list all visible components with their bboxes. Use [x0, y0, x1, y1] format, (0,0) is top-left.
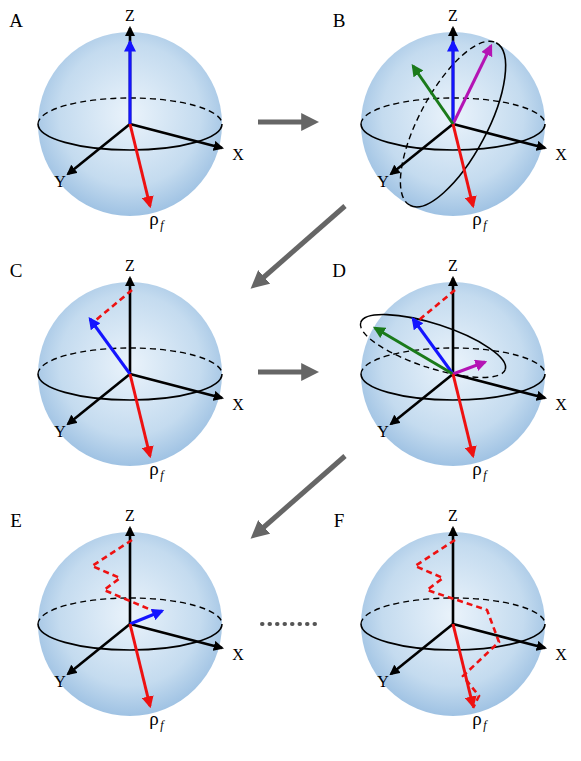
bloch-sphere	[38, 28, 222, 216]
axis-label: Z	[125, 508, 135, 524]
rotated-vector	[375, 328, 453, 374]
state-subscript: f	[160, 469, 163, 481]
state-subscript: f	[160, 219, 163, 231]
trajectory	[415, 540, 499, 708]
target-vector	[130, 374, 150, 456]
flow-arrow	[258, 120, 312, 125]
axis-label: Z	[125, 258, 135, 274]
state-label: ρ	[149, 709, 158, 728]
axis-label: Z	[448, 8, 458, 24]
axis-label: Y	[377, 174, 389, 190]
state-vector	[130, 611, 162, 624]
axis-label: Y	[54, 424, 66, 440]
axis-vector	[453, 362, 485, 374]
axis-label: Y	[54, 674, 66, 690]
axis-label: Y	[377, 424, 389, 440]
axis-label: X	[232, 397, 244, 413]
bloch-sphere	[361, 27, 545, 221]
axis-label: Z	[448, 258, 458, 274]
sphere-base	[361, 28, 545, 216]
panel-letter: D	[332, 261, 346, 280]
state-subscript: f	[483, 219, 486, 231]
state-label: ρ	[149, 459, 158, 478]
flow-arrow	[258, 370, 312, 375]
flow-arrow	[256, 206, 345, 284]
state-vector	[413, 319, 453, 374]
axis-label: X	[555, 647, 567, 663]
bloch-sphere	[361, 528, 545, 716]
target-vector	[453, 124, 473, 206]
state-vector	[129, 42, 132, 124]
panel-letter: F	[334, 511, 345, 530]
panel-letter: B	[333, 11, 346, 30]
axis-label: X	[232, 647, 244, 663]
rotation-circle	[380, 27, 526, 221]
panel-letter: A	[9, 11, 23, 30]
axis-vector	[453, 46, 491, 124]
axis-label: Y	[377, 674, 389, 690]
bloch-sphere	[354, 278, 545, 466]
bloch-sphere	[38, 278, 222, 466]
axis-label: Y	[54, 174, 66, 190]
bloch-sphere	[38, 528, 222, 716]
axis-label: Z	[125, 8, 135, 24]
trajectory	[96, 290, 132, 320]
trajectory	[419, 290, 455, 320]
sphere-base	[361, 278, 545, 466]
axis-label: X	[232, 147, 244, 163]
axis-label: X	[555, 147, 567, 163]
state-subscript: f	[483, 719, 486, 731]
target-vector	[453, 624, 473, 706]
axis-label: X	[555, 397, 567, 413]
panel-letter: C	[10, 261, 23, 280]
state-label: ρ	[472, 209, 481, 228]
flow-arrow	[256, 456, 345, 534]
target-vector	[453, 374, 473, 456]
sphere-base	[38, 278, 222, 466]
target-vector	[130, 624, 150, 706]
state-vector	[452, 42, 455, 124]
state-label: ρ	[472, 459, 481, 478]
state-subscript: f	[483, 469, 486, 481]
rotated-vector	[413, 66, 453, 124]
panel-letter: E	[10, 511, 22, 530]
state-label: ρ	[149, 209, 158, 228]
rotation-circle	[354, 302, 512, 391]
target-vector	[130, 124, 150, 206]
sphere-base	[38, 528, 222, 716]
sphere-base	[361, 528, 545, 716]
state-label: ρ	[472, 709, 481, 728]
sphere-base	[38, 28, 222, 216]
ellipsis-dots	[262, 622, 316, 626]
state-vector	[90, 319, 130, 374]
axis-label: Z	[448, 508, 458, 524]
trajectory	[92, 540, 156, 612]
state-subscript: f	[160, 719, 163, 731]
